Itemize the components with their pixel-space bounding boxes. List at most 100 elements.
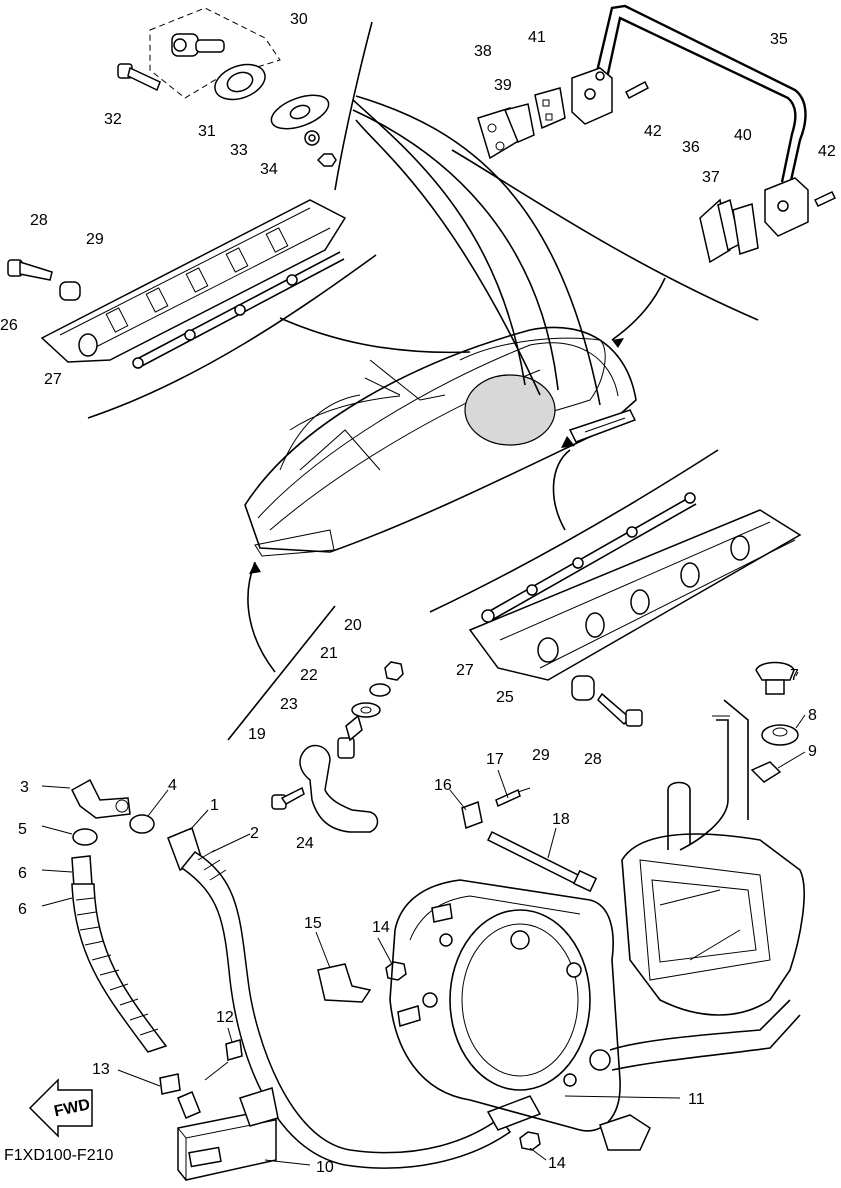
part-16-clip bbox=[461, 800, 483, 830]
part-27-pin bbox=[132, 357, 144, 369]
callout-26: 26 bbox=[0, 317, 18, 334]
inset-left-rail bbox=[7, 199, 471, 419]
callout-23: 23 bbox=[280, 696, 298, 713]
part-35-handle bbox=[593, 4, 807, 186]
part-13-connector bbox=[159, 1073, 181, 1095]
callout-10: 10 bbox=[316, 1159, 334, 1176]
callout-35: 35 bbox=[770, 31, 788, 48]
part-9-clip bbox=[750, 761, 782, 783]
callout-38: 38 bbox=[474, 43, 492, 60]
part-19-bracket bbox=[299, 744, 379, 833]
callout-3: 3 bbox=[20, 779, 29, 796]
jet-pump-intake bbox=[389, 699, 805, 1151]
part-21-washer bbox=[369, 683, 391, 697]
storage-area bbox=[464, 374, 556, 446]
callout-37: 37 bbox=[702, 169, 720, 186]
small-parts bbox=[117, 661, 806, 1181]
part-29-collar bbox=[59, 281, 81, 301]
part-10-module bbox=[177, 1087, 279, 1181]
part-bracket-upper bbox=[571, 67, 613, 125]
part-31-gasket bbox=[270, 94, 330, 130]
callout-7: 7 bbox=[790, 667, 799, 684]
part-28-bolt-b bbox=[597, 692, 643, 727]
inset-drain-plug-group bbox=[117, 7, 373, 191]
part-30-plug bbox=[171, 33, 225, 57]
part-6-clamp-a bbox=[129, 814, 155, 834]
callout-18: 18 bbox=[552, 811, 570, 828]
callout-9: 9 bbox=[808, 743, 817, 760]
part-14-nut bbox=[385, 961, 407, 981]
diagram-code: F1XD100-F210 bbox=[4, 1147, 113, 1164]
forward-arrow: FWD bbox=[28, 1078, 93, 1138]
callout-22: 22 bbox=[300, 667, 318, 684]
part-39-pad bbox=[503, 103, 535, 143]
callout-2: 2 bbox=[250, 825, 259, 842]
callout-14: 14 bbox=[372, 919, 390, 936]
part-32-screw bbox=[117, 63, 161, 92]
part-29-collar-b bbox=[571, 675, 595, 701]
callout-28: 28 bbox=[30, 212, 48, 229]
callout-34: 34 bbox=[260, 161, 278, 178]
callout-25: 25 bbox=[496, 689, 514, 706]
part-7-plug bbox=[755, 661, 795, 681]
part-15-clip bbox=[317, 963, 372, 1003]
callout-13: 13 bbox=[92, 1061, 110, 1078]
callout-5: 5 bbox=[18, 821, 27, 838]
part-20-nut bbox=[384, 661, 404, 681]
callout-14: 14 bbox=[548, 1155, 566, 1172]
part-8-nut bbox=[761, 724, 799, 746]
part-4-hose-end bbox=[71, 855, 93, 888]
callout-40: 40 bbox=[734, 127, 752, 144]
callout-17: 17 bbox=[486, 751, 504, 768]
callout-29: 29 bbox=[86, 231, 104, 248]
part-flange bbox=[214, 63, 266, 101]
callout-21: 21 bbox=[320, 645, 338, 662]
part-18-tie bbox=[486, 830, 582, 886]
callout-16: 16 bbox=[434, 777, 452, 794]
part-23-bolt bbox=[337, 714, 363, 759]
callout-6: 6 bbox=[18, 901, 27, 918]
callout-24: 24 bbox=[296, 835, 314, 852]
callout-28: 28 bbox=[584, 751, 602, 768]
callout-36: 36 bbox=[682, 139, 700, 156]
part-34-nut bbox=[316, 153, 337, 167]
callout-31: 31 bbox=[198, 123, 216, 140]
part-42-screw-a bbox=[625, 80, 649, 100]
part-41-plate bbox=[534, 87, 566, 130]
callout-42: 42 bbox=[818, 143, 836, 160]
part-bracket-lower bbox=[764, 177, 809, 237]
part-42-screw-b bbox=[813, 191, 837, 207]
part-3-elbow bbox=[71, 778, 131, 819]
part-40-plate bbox=[732, 203, 759, 255]
callout-6: 6 bbox=[18, 865, 27, 882]
callout-33: 33 bbox=[230, 142, 248, 159]
inset-lower-left bbox=[227, 605, 404, 833]
callout-12: 12 bbox=[216, 1009, 234, 1026]
part-27-pin-b bbox=[481, 609, 495, 623]
callout-11: 11 bbox=[688, 1091, 705, 1108]
callout-42: 42 bbox=[644, 123, 662, 140]
callout-19: 19 bbox=[248, 726, 266, 743]
callout-39: 39 bbox=[494, 77, 512, 94]
part-28-bolt bbox=[7, 259, 53, 281]
part-2-hose bbox=[180, 851, 512, 1169]
callout-8: 8 bbox=[808, 707, 817, 724]
part-14-nut-b bbox=[519, 1131, 541, 1151]
callout-29: 29 bbox=[532, 747, 550, 764]
callout-15: 15 bbox=[304, 915, 322, 932]
inset-right-rail bbox=[429, 449, 802, 727]
part-24-screw bbox=[271, 786, 305, 810]
callout-30: 30 bbox=[290, 11, 308, 28]
part-5-hose bbox=[71, 883, 168, 1053]
watercraft-hull bbox=[244, 326, 637, 557]
part-22-washer bbox=[351, 702, 381, 718]
callout-27: 27 bbox=[456, 662, 474, 679]
callout-32: 32 bbox=[104, 111, 122, 128]
callout-4: 4 bbox=[168, 777, 177, 794]
inset-handle-group bbox=[451, 4, 837, 321]
callout-1: 1 bbox=[210, 797, 219, 814]
callout-20: 20 bbox=[344, 617, 362, 634]
callout-27: 27 bbox=[44, 371, 62, 388]
